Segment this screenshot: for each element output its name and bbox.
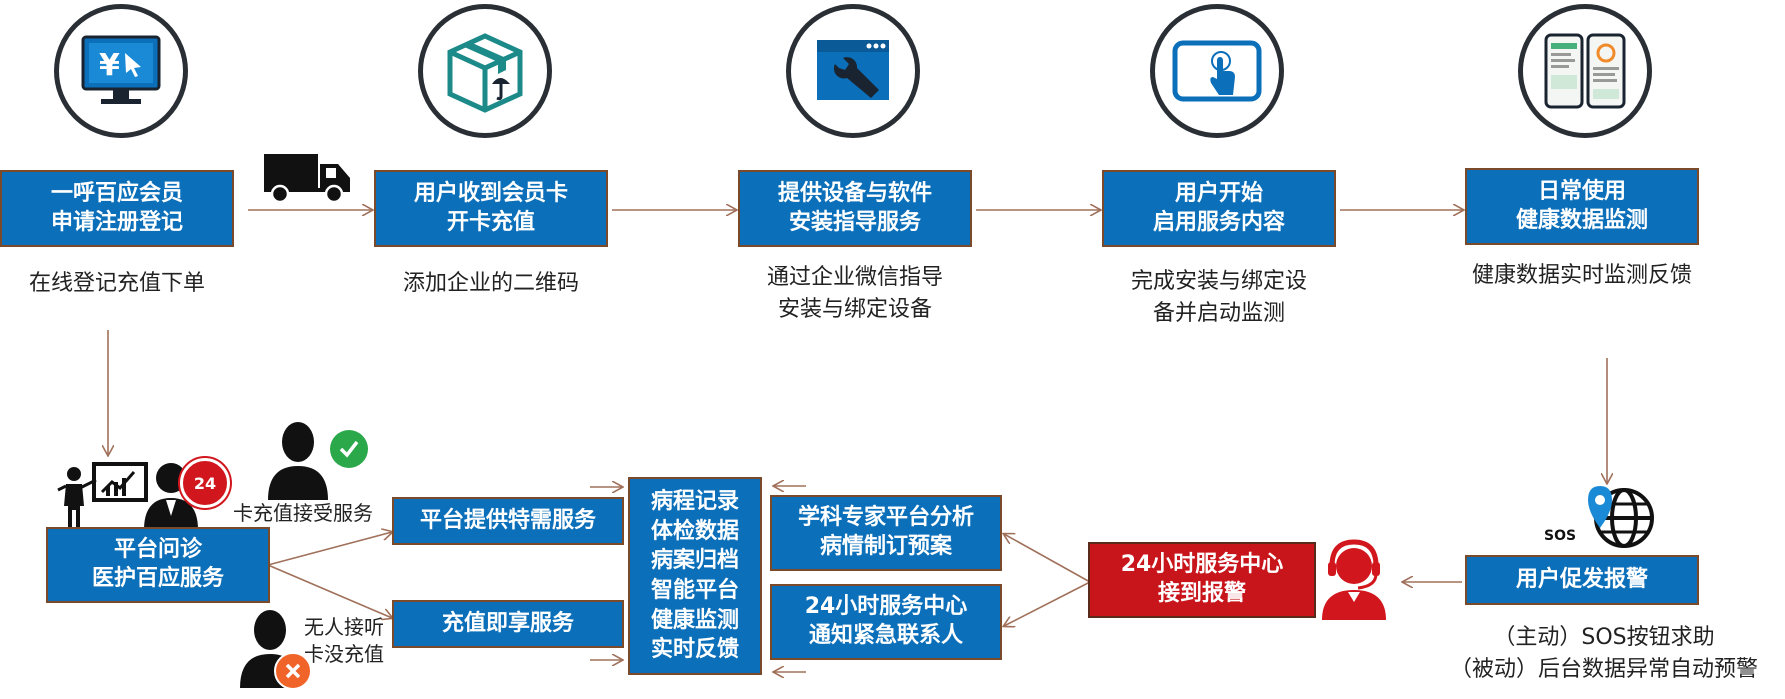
- register-caption: 在线登记充值下单: [28, 271, 205, 296]
- arrow-consult-to-recharge: [267, 564, 392, 618]
- svg-text:¥: ¥: [99, 48, 120, 83]
- doctor-icon: [140, 460, 202, 534]
- monitor-yen-icon: ¥: [54, 4, 188, 138]
- consult-box[interactable]: 平台问诊 医护百应服务: [46, 527, 270, 603]
- accept-label: 卡充值接受服务: [233, 501, 373, 525]
- sos-globe-icon: [1540, 482, 1654, 558]
- register-box[interactable]: 一呼百应会员 申请注册登记: [0, 170, 234, 247]
- daily-monitor-caption: 健康数据实时监测反馈: [1471, 263, 1692, 288]
- start-service-caption: 完成安装与绑定设 备并启动监测: [1130, 269, 1307, 326]
- truck-icon: [262, 150, 354, 208]
- special-service-box[interactable]: 平台提供特需服务: [392, 497, 624, 545]
- badge-24-text: 24: [193, 473, 217, 493]
- phone-screens-icon: [1518, 4, 1652, 138]
- settings-window-icon: [786, 4, 920, 138]
- arrow-consult-to-special: [267, 532, 392, 566]
- cross-icon: [274, 652, 312, 690]
- alarm-caption: （主动）SOS按钮求助 （被动）后台数据异常自动预警: [1449, 625, 1758, 682]
- check-icon: [330, 430, 368, 468]
- expert-box[interactable]: 学科专家平台分析 病情制订预案: [770, 495, 1002, 571]
- package-icon: [418, 4, 552, 138]
- install-guide-caption: 通过企业微信指导 安装与绑定设备: [766, 265, 943, 322]
- arrow-center-to-notify: [1004, 581, 1091, 626]
- recharge-service-box[interactable]: 充值即享服务: [392, 600, 624, 648]
- alarm-box[interactable]: 用户促发报警: [1465, 555, 1699, 605]
- daily-monitor-box[interactable]: 日常使用 健康数据监测: [1465, 168, 1699, 245]
- center-alarm-box[interactable]: 24小时服务中心 接到报警: [1088, 542, 1316, 618]
- start-service-box[interactable]: 用户开始 启用服务内容: [1102, 170, 1336, 247]
- sos-text: SOS: [1544, 528, 1577, 544]
- card-recharge-caption: 添加企业的二维码: [402, 271, 579, 296]
- records-box[interactable]: 病程记录 体检数据 病案归档 智能平台 健康监测 实时反馈: [628, 477, 762, 675]
- presenter-icon: [54, 456, 154, 536]
- operator-headset-icon: [1318, 536, 1390, 624]
- 24h-badge-icon: 24: [180, 458, 230, 508]
- arrow-center-to-expert: [1004, 534, 1091, 583]
- install-guide-box[interactable]: 提供设备与软件 安装指导服务: [738, 170, 972, 247]
- notify-box[interactable]: 24小时服务中心 通知紧急联系人: [770, 584, 1002, 660]
- person-accept-icon: [266, 418, 330, 504]
- card-recharge-box[interactable]: 用户收到会员卡 开卡充值: [374, 170, 608, 247]
- tablet-touch-icon: [1150, 4, 1284, 138]
- reject-label: 无人接听 卡没充值: [304, 615, 384, 666]
